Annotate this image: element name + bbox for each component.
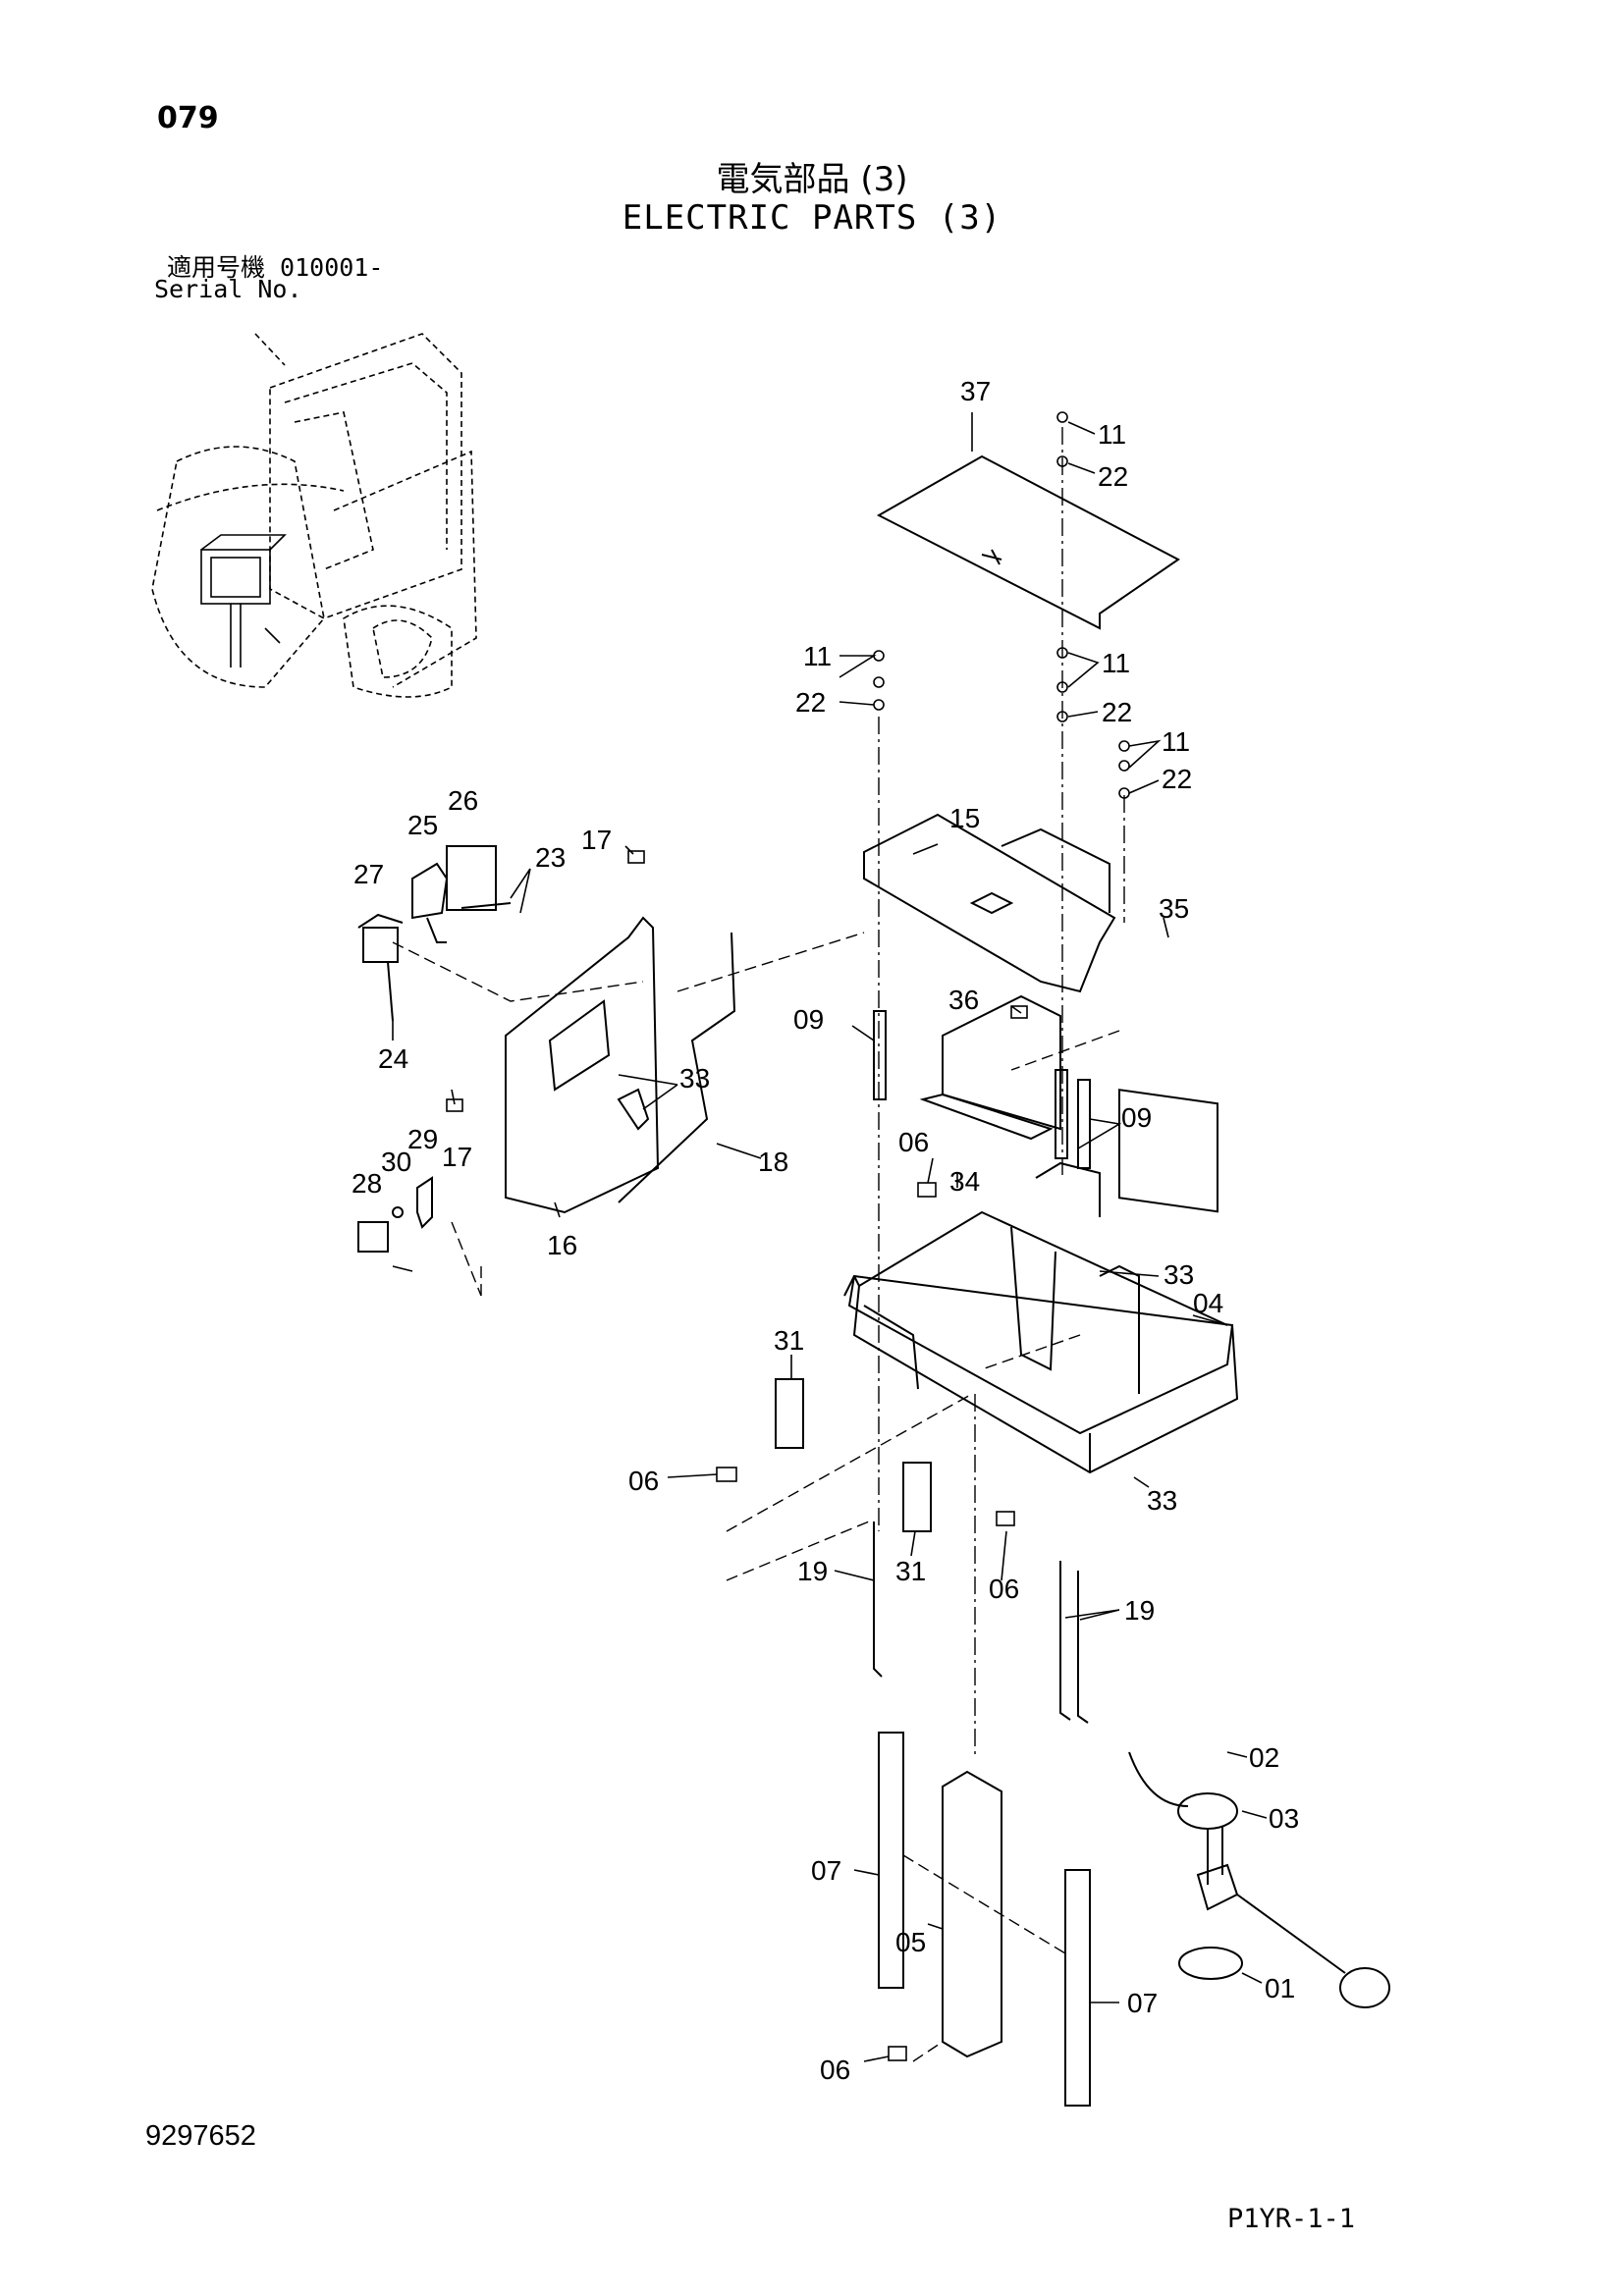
serial-label-japanese: 適用号機 010001- [167,253,384,282]
callout-06: 06 [989,1574,1019,1604]
callout-37: 37 [960,376,991,406]
callout-07: 07 [811,1855,841,1886]
callout-06: 06 [820,2055,850,2085]
bolts [446,850,1028,2061]
part-16-side-panel [505,916,660,1214]
callout-05: 05 [895,1927,926,1957]
part-25-26-relay [411,845,512,943]
callout-24: 24 [378,1043,408,1074]
document-number: 9297652 [145,2120,256,2152]
page-number: 079 [157,101,219,135]
part-04-tray [843,1161,1239,1474]
callout-15: 15 [949,803,980,833]
callout-17: 17 [442,1142,472,1172]
callout-18: 18 [758,1147,788,1177]
part-31-pad-b [902,1462,932,1532]
callout-19: 19 [1124,1595,1155,1626]
callout-19: 19 [797,1556,828,1586]
part-35-plate [1118,1089,1218,1213]
part-05-bracket [942,1770,1002,2058]
serial-label-english: Serial No. [154,275,302,303]
callout-22: 22 [795,687,826,718]
part-18-rod [618,932,736,1203]
callout-23: 23 [535,842,566,873]
callout-33: 33 [679,1063,710,1094]
callout-31: 31 [895,1556,926,1586]
part-01-02-03-sender [1128,1751,1390,2008]
part-19-rods [873,1522,1089,1724]
callout-33: 33 [1164,1259,1194,1290]
callout-07: 07 [1127,1988,1158,2018]
center-lines [878,427,1125,1757]
callout-09: 09 [1121,1102,1152,1133]
callout-22: 22 [1162,764,1192,794]
leader-lines [392,412,1268,2062]
callout-16: 16 [547,1230,577,1260]
part-37-cover [876,454,1180,630]
callout-11: 11 [1102,648,1130,678]
callout-29: 29 [407,1124,438,1154]
part-28-29-30 [357,1176,433,1253]
callout-17: 17 [581,825,612,855]
callout-01: 01 [1265,1973,1295,2003]
callout-26: 26 [448,785,478,816]
part-34-bracket [919,994,1061,1141]
callout-31: 31 [774,1325,804,1356]
callout-11: 11 [803,641,832,671]
callout-25: 25 [407,810,438,840]
title-english: ELECTRIC PARTS (3) [622,198,1002,238]
part-07-strips [878,1732,1091,2107]
machine-location-sketch [151,333,477,698]
fasteners-11-22 [873,411,1130,799]
callout-28: 28 [352,1168,382,1199]
callout-03: 03 [1269,1803,1299,1834]
callout-27: 27 [353,859,384,889]
callout-06: 06 [628,1466,659,1496]
title-japanese: 電気部品 (3) [716,160,908,199]
dashed-connections [392,932,1120,2062]
callout-11: 11 [1098,419,1126,450]
part-31-pad-a [775,1378,804,1449]
callout-30: 30 [381,1147,411,1177]
callout-02: 02 [1249,1742,1279,1773]
callout-22: 22 [1098,461,1128,492]
callout-labels: 37 11 22 11 22 11 22 11 22 26 25 23 17 2… [352,376,1299,2085]
callout-33: 33 [1147,1485,1177,1516]
callout-22: 22 [1102,697,1132,727]
callout-36: 36 [948,985,979,1015]
controller-in-sketch [200,534,287,667]
callout-34: 34 [949,1166,980,1197]
callout-09: 09 [793,1004,824,1035]
part-15-bracket [863,813,1116,993]
part-27-relay [357,913,404,1022]
callout-06: 06 [898,1127,929,1157]
callout-35: 35 [1159,893,1189,924]
page-code: P1YR-1-1 [1227,2204,1356,2234]
callout-04: 04 [1193,1288,1223,1318]
callout-11: 11 [1162,726,1190,757]
